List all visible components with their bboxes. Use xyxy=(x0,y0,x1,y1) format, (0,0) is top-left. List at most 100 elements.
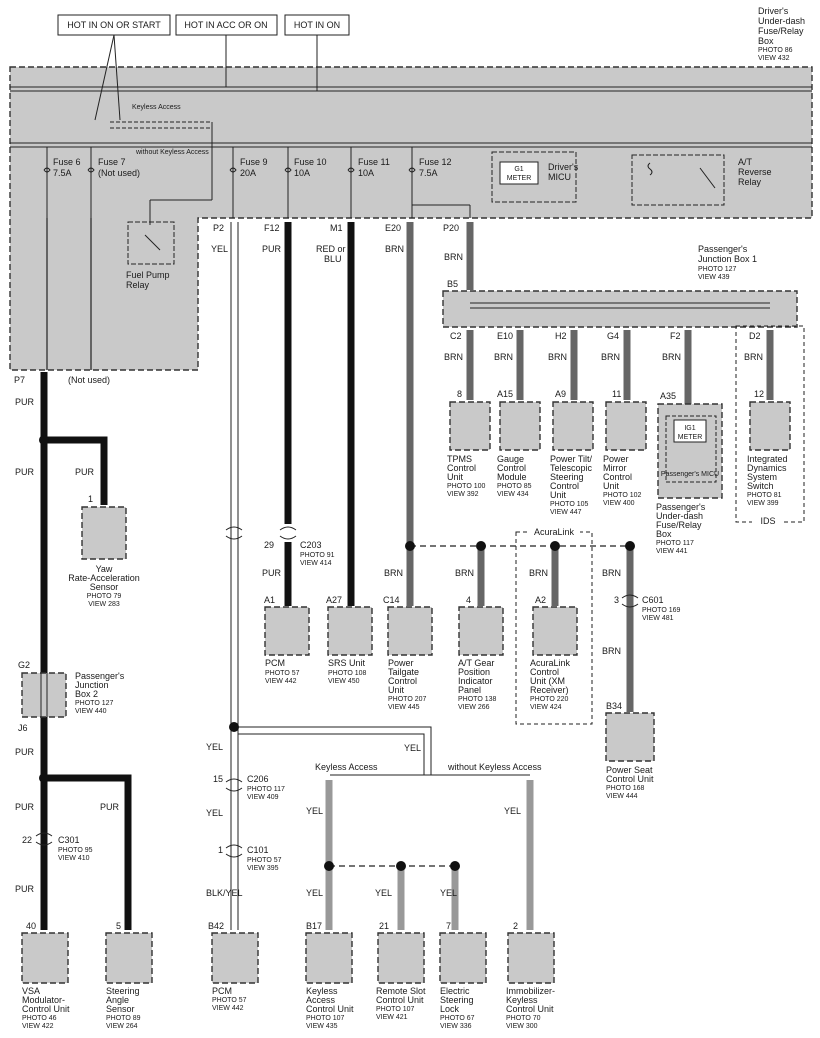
vsa-name-2: Modulator- xyxy=(22,995,65,1005)
steering-pin: A9 xyxy=(555,389,566,399)
pass-fuse-pin: A35 xyxy=(660,391,676,401)
vsa-name-1: VSA xyxy=(22,986,40,996)
wire-label-pur-c301: PUR xyxy=(15,802,35,812)
fuse-box-keyless-label: Keyless Access xyxy=(132,104,181,111)
pjb1-term-f2: F2 xyxy=(670,331,681,341)
pass-fuse-view: VIEW 441 xyxy=(656,548,688,555)
steering-name-4: Control xyxy=(550,481,579,491)
components: AcuraLink xyxy=(21,506,655,984)
fuse-12-rating: 7.5A xyxy=(419,168,438,178)
wire-label-yel-keyless: YEL xyxy=(306,806,323,816)
remote-slot-pin: 21 xyxy=(379,921,389,931)
pjb2-name-1: Passenger's xyxy=(75,671,125,681)
steer-angle-name-1: Steering xyxy=(106,986,140,996)
pcm-b-photo: PHOTO 57 xyxy=(212,997,247,1004)
hot-acc-on-label: HOT IN ACC OR ON xyxy=(184,20,267,30)
tpms-labels: TPMS Control Unit PHOTO 100 VIEW 392 xyxy=(447,454,485,498)
wire-label-blkyel: BLK/YEL xyxy=(206,888,243,898)
steer-lock-name-1: Electric xyxy=(440,986,470,996)
fuse-box-terminals: P2 F12 M1 E20 P20 P7 (Not used) xyxy=(14,223,459,385)
ids-switch-labels: Integrated Dynamics System Switch PHOTO … xyxy=(747,454,788,507)
fuse-9-name: Fuse 9 xyxy=(240,157,268,167)
acuralink-name-2: Control xyxy=(530,667,559,677)
keyless-unit-photo: PHOTO 107 xyxy=(306,1015,344,1022)
immob-pin: 2 xyxy=(513,921,518,931)
steer-lock-name-3: Lock xyxy=(440,1004,460,1014)
power-seat-view: VIEW 444 xyxy=(606,793,638,800)
fuse-12-name: Fuse 12 xyxy=(419,157,452,167)
pjb1-b5: B5 xyxy=(447,279,458,289)
at-panel-pin: 4 xyxy=(466,595,471,605)
terminal-f12: F12 xyxy=(264,223,280,233)
steering-photo: PHOTO 105 xyxy=(550,501,588,508)
remote-slot-view: VIEW 421 xyxy=(376,1014,408,1021)
wire-label-brn-c2: BRN xyxy=(444,352,463,362)
c601-view: VIEW 481 xyxy=(642,615,674,622)
drivers-micu-box xyxy=(491,151,577,203)
terminal-e20: E20 xyxy=(385,223,401,233)
pjb1-term-g4: G4 xyxy=(607,331,619,341)
mirror-view: VIEW 400 xyxy=(603,500,635,507)
wire-labels: YEL PUR RED or BLU BRN BRN PUR PUR PUR P… xyxy=(15,244,621,898)
vsa-name-3: Control Unit xyxy=(22,1004,70,1014)
component-labels: 8 A15 A9 11 A35 12 TPMS Control Unit PHO… xyxy=(18,389,788,1030)
steering-name-2: Telescopic xyxy=(550,463,593,473)
wire-label-red-1: RED or xyxy=(316,244,346,254)
steering-view: VIEW 447 xyxy=(550,509,582,516)
wire-label-pur-vsa: PUR xyxy=(15,884,35,894)
pjb2-box xyxy=(21,672,67,718)
power-seat-pin: B34 xyxy=(606,701,622,711)
immob-name-3: Control Unit xyxy=(506,1004,554,1014)
power-seat-photo: PHOTO 168 xyxy=(606,785,644,792)
remote-slot-photo: PHOTO 107 xyxy=(376,1006,414,1013)
fuse-symbols xyxy=(43,167,416,173)
wire-label-brn-f2: BRN xyxy=(662,352,681,362)
c203-name: C203 xyxy=(300,540,322,550)
fuel-pump-relay-switch xyxy=(144,234,161,251)
without-keyless-branch-label: without Keyless Access xyxy=(447,762,542,772)
tpms-unit-box xyxy=(449,401,491,451)
pjb2-name-3: Box 2 xyxy=(75,689,98,699)
steering-name-3: Steering xyxy=(550,472,584,482)
wire-label-brn-g4: BRN xyxy=(601,352,620,362)
at-panel-name-1: A/T Gear xyxy=(458,658,494,668)
ids-photo: PHOTO 81 xyxy=(747,492,782,499)
gauge-name-1: Gauge xyxy=(497,454,524,464)
fuse-9-rating: 20A xyxy=(240,168,256,178)
at-panel-name-3: Indicator xyxy=(458,676,493,686)
yaw-view: VIEW 283 xyxy=(88,601,120,608)
steering-labels: Power Tilt/ Telescopic Steering Control … xyxy=(550,454,593,516)
pass-fuse-labels: Passenger's Under-dash Fuse/Relay Box PH… xyxy=(656,502,706,555)
wire-label-yel-p2: YEL xyxy=(211,244,228,254)
fuse-box-label: Driver's Under-dash Fuse/Relay Box PHOTO… xyxy=(758,6,805,62)
wire-label-blu: BLU xyxy=(324,254,342,264)
wire-label-pur-p7: PUR xyxy=(15,397,35,407)
pass-fuse-box xyxy=(657,403,723,499)
pcm-b-view: VIEW 442 xyxy=(212,1005,244,1012)
steering-name-1: Power Tilt/ xyxy=(550,454,593,464)
pjb2-view: VIEW 440 xyxy=(75,708,107,715)
tailgate-name-1: Power xyxy=(388,658,414,668)
pjb1: B5 Passenger's Junction Box 1 PHOTO 127 … xyxy=(442,244,805,526)
pjb1-components: IG1 METER Passenger's MICU xyxy=(449,401,791,499)
gauge-module-box xyxy=(499,401,541,451)
acuralink-name-4: Receiver) xyxy=(530,685,569,695)
c203-pin: 29 xyxy=(264,540,274,550)
c301-pin: 22 xyxy=(22,835,32,845)
mirror-unit-box xyxy=(605,401,647,451)
wire-label-yel-branch: YEL xyxy=(404,743,421,753)
fuse-7-name: Fuse 7 xyxy=(98,157,126,167)
terminal-p7: P7 xyxy=(14,375,25,385)
at-relay-switch xyxy=(699,167,716,189)
fuse-box-name-4: Box xyxy=(758,36,774,46)
gauge-photo: PHOTO 85 xyxy=(497,483,532,490)
pcm-a-view: VIEW 442 xyxy=(265,678,297,685)
fuel-pump-relay-box xyxy=(127,221,175,265)
keyless-unit-view: VIEW 435 xyxy=(306,1023,338,1030)
tailgate-name-2: Tailgate xyxy=(388,667,419,677)
g1-meter-box xyxy=(499,161,539,185)
mirror-name-4: Unit xyxy=(603,481,620,491)
ids-label: IDS xyxy=(760,516,775,526)
ids-name-1: Integrated xyxy=(747,454,788,464)
keyless-unit-name-1: Keyless xyxy=(306,986,338,996)
